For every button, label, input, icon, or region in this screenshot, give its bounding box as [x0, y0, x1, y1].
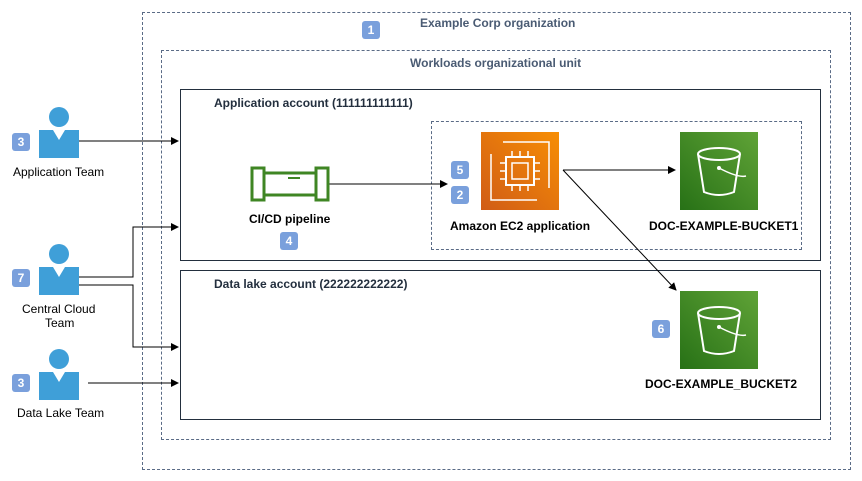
ec2-group-boundary	[431, 121, 802, 250]
arrow-ec2-to-bucket2	[562, 169, 677, 291]
ec2-badge-2: 2	[451, 186, 469, 204]
data-lake-team-label: Data Lake Team	[17, 406, 105, 420]
central-cloud-team-person-icon	[39, 244, 79, 295]
bucket2-badge: 6	[652, 320, 670, 338]
organization-boundary	[142, 12, 851, 470]
central-cloud-team-label-line1: Central Cloud	[22, 302, 96, 316]
pipeline-label: CI/CD pipeline	[249, 212, 331, 226]
application-team-badge: 3	[12, 133, 30, 151]
application-account-box	[180, 89, 821, 261]
org-title: Example Corp organization	[420, 16, 576, 30]
org-badge: 1	[362, 21, 380, 39]
ec2-icon	[481, 132, 559, 210]
ec2-label: Amazon EC2 application	[450, 219, 591, 233]
pipeline-icon	[250, 166, 330, 202]
arrow-central-to-app-account	[78, 223, 179, 278]
ou-title: Workloads organizational unit	[410, 56, 582, 70]
datalake-account-box	[180, 270, 821, 420]
datalake-account-title: Data lake account (222222222222)	[214, 277, 408, 291]
data-lake-team-badge: 3	[12, 374, 30, 392]
application-account-title: Application account (111111111111)	[214, 96, 413, 110]
data-lake-team-person-icon	[39, 349, 79, 400]
ou-boundary	[161, 50, 831, 440]
pipeline-badge: 4	[280, 232, 298, 250]
bucket1-label: DOC-EXAMPLE-BUCKET1	[649, 219, 799, 233]
central-cloud-team-label-line2: Team	[45, 316, 75, 330]
application-team-person-icon	[39, 107, 79, 158]
central-cloud-team-badge: 7	[12, 269, 30, 287]
s3-bucket-icon	[680, 132, 758, 210]
application-team-label: Application Team	[13, 165, 105, 179]
bucket2-label: DOC-EXAMPLE_BUCKET2	[645, 377, 798, 391]
s3-bucket-icon	[680, 291, 758, 369]
arrow-central-to-datalake-account	[78, 284, 179, 351]
ec2-badge-5: 5	[451, 161, 469, 179]
